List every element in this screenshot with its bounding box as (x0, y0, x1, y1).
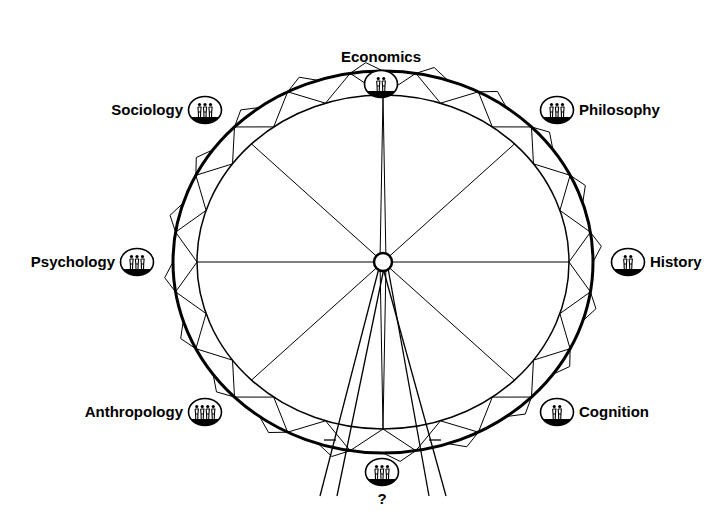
wheel-spoke (380, 262, 383, 429)
wheel-spoke (380, 95, 383, 262)
wheel-tooth (506, 397, 531, 416)
wheel-hub (374, 253, 392, 271)
wheel-tooth (570, 175, 585, 203)
leg-brace (324, 439, 336, 440)
discipline-label: Psychology (31, 254, 115, 271)
wheel-tooth (448, 432, 478, 447)
gondola-icon (363, 69, 399, 99)
wheel-tooth (260, 417, 288, 433)
wheel-tooth (318, 444, 350, 457)
discipline-label: History (650, 254, 702, 271)
wheel-tooth (583, 292, 596, 321)
wheel-tooth (235, 107, 260, 126)
gondola-icon (187, 397, 223, 427)
gondola: ? (364, 457, 400, 508)
gondola: History (610, 247, 702, 277)
wheel-tooth (170, 203, 183, 232)
wheel-tooth (288, 77, 318, 92)
gondola-icon (539, 95, 575, 125)
gondola-icon (364, 457, 400, 487)
discipline-label: Cognition (579, 404, 649, 421)
gondola: Economics (341, 49, 421, 100)
wheel-tooth (478, 91, 506, 107)
gondola: Philosophy (539, 95, 660, 125)
wheel-spoke (383, 262, 515, 380)
wheel-spoke (383, 262, 569, 263)
wheel-spoke (383, 262, 386, 429)
gondola: Sociology (111, 95, 223, 125)
wheel-rim (197, 95, 569, 429)
wheel-spoke (197, 262, 383, 263)
wheel-tooth (531, 127, 552, 150)
gondola: Anthropology (85, 397, 223, 427)
gondola-icon (187, 95, 223, 125)
gondola-icon (119, 247, 155, 277)
wheel-tooth (196, 150, 213, 176)
gondola: Psychology (31, 247, 155, 277)
gondola-icon (539, 397, 575, 427)
discipline-label: Sociology (111, 102, 183, 119)
wheel-spoke (383, 95, 386, 262)
discipline-label: Economics (341, 49, 421, 66)
gondola-icon (610, 247, 646, 277)
wheel-tooth (213, 374, 234, 397)
wheel-tooth (590, 232, 601, 262)
wheel-rim (173, 71, 593, 453)
wheel-tooth (416, 68, 448, 81)
wheel-spoke (251, 262, 383, 380)
discipline-label: Anthropology (85, 404, 183, 421)
wheel-truss (176, 73, 591, 450)
wheel-tooth (165, 262, 176, 292)
wheel-spoke (251, 144, 383, 262)
wheel-tooth (181, 321, 196, 349)
discipline-label: Philosophy (579, 102, 660, 119)
leg-brace (429, 439, 441, 440)
gondola: Cognition (539, 397, 649, 427)
wheel-spoke (383, 144, 515, 262)
wheel-leg (388, 268, 429, 496)
wheel-tooth (553, 349, 570, 375)
discipline-label: ? (377, 491, 386, 508)
